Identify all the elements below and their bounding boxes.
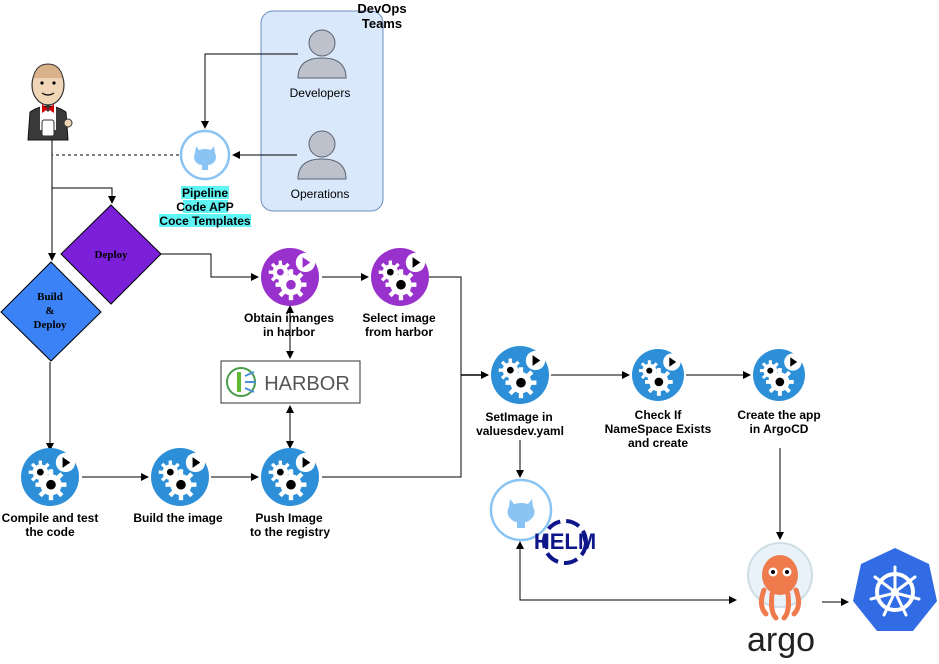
build-image-label: Build the image [133, 511, 223, 525]
github-icon [179, 129, 231, 181]
build-diamond-line3: Deploy [34, 319, 68, 331]
select-to-setimage-line [428, 276, 462, 375]
create-app-gear-icon [753, 349, 805, 401]
harbor-logo-text: HARBOR [264, 373, 350, 395]
developer-person-icon [297, 29, 347, 79]
argo-logo: argo [747, 542, 815, 659]
compile-label-line1: Compile and test [2, 511, 99, 525]
argo-logo-text: argo [747, 621, 815, 659]
deploy-diamond [60, 204, 162, 305]
jenkins-icon [27, 63, 73, 141]
operations-person-icon [297, 130, 347, 180]
compile-label-line2: the code [25, 525, 75, 539]
teams-title-line1: DevOps [357, 1, 406, 16]
push-label-line2: to the registry [250, 525, 330, 539]
pipeline-highlight [183, 200, 228, 213]
jenkins-to-deploy-arrow [52, 187, 116, 204]
check-label-line3: and create [628, 436, 688, 450]
github-repo-icon [489, 478, 553, 542]
setimage-label-line1: SetImage in [485, 410, 552, 424]
operations-label: Operations [291, 187, 350, 201]
push-label-line1: Push Image [255, 511, 323, 525]
helm-logo-text: HELM [534, 529, 596, 554]
pipeline-label-line3: Coce Templates [159, 214, 250, 228]
devops-teams-panel [260, 10, 384, 212]
pipeline-label-line2: Code APP [176, 200, 234, 214]
build-image-gear-icon [151, 448, 209, 506]
developers-label: Developers [290, 86, 351, 100]
create-label-line2: in ArgoCD [750, 422, 809, 436]
select-label-line1: Select image [362, 311, 436, 325]
kubernetes-icon [853, 548, 937, 631]
compile-gear-icon [21, 448, 79, 506]
build-diamond-line1: Build [37, 291, 63, 303]
pipeline-label-line1: Pipeline [182, 186, 228, 200]
build-diamond-line2: & [45, 305, 54, 317]
obtain-images-gear-icon [261, 248, 319, 306]
check-label-line2: NameSpace Exists [605, 422, 712, 436]
deploy-to-obtain-arrow [161, 253, 259, 281]
check-label-line1: Check If [635, 408, 683, 422]
setimage-gear-icon [491, 346, 549, 404]
push-image-gear-icon [261, 448, 319, 506]
check-namespace-gear-icon [632, 349, 684, 401]
helm-logo: HELM [534, 519, 596, 565]
push-to-setimage-line [322, 375, 462, 478]
build-deploy-diamond [0, 261, 102, 362]
select-image-gear-icon [371, 248, 429, 306]
setimage-label-line2: valuesdev.yaml [476, 424, 564, 438]
harbor-logo: HARBOR [220, 360, 361, 404]
obtain-label-line1: Obtain imanges [244, 311, 334, 325]
create-label-line1: Create the app [737, 408, 820, 422]
github-argo-arrow [516, 541, 737, 604]
pipeline-highlight [159, 214, 251, 227]
select-label-line2: from harbor [365, 325, 433, 339]
deploy-diamond-label: Deploy [95, 249, 129, 261]
pipeline-highlight [181, 186, 229, 199]
obtain-label-line2: in harbor [263, 325, 315, 339]
developers-to-github-arrow [201, 53, 298, 129]
teams-title-line2: Teams [362, 16, 402, 31]
